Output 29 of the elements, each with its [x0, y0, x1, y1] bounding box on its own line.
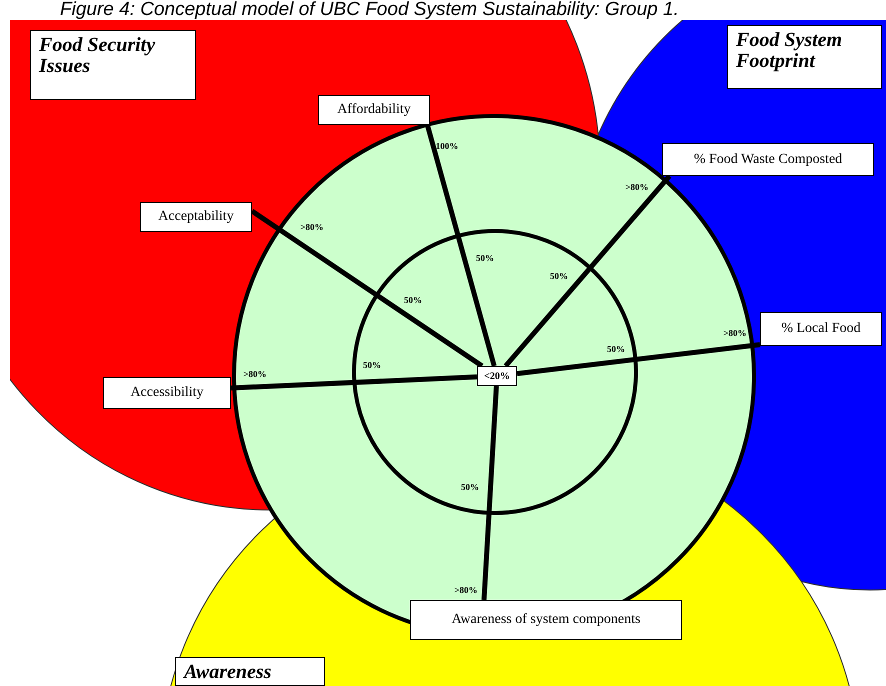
indicator-label: Affordability	[318, 95, 430, 125]
percent-label: >80%	[454, 585, 478, 595]
circle-heading: Awareness	[175, 657, 325, 686]
percent-label: 50%	[363, 360, 381, 370]
percent-label: 50%	[461, 482, 479, 492]
percent-label: 50%	[404, 295, 422, 305]
percent-label: 100%	[436, 141, 458, 151]
circle-heading: Food System Footprint	[727, 25, 882, 89]
indicator-label: % Food Waste Composted	[662, 143, 874, 176]
percent-label: >80%	[723, 328, 747, 338]
indicator-label: Awareness of system components	[410, 600, 682, 640]
spoke-line	[482, 386, 499, 600]
spoke-line	[504, 174, 672, 368]
percent-label: >80%	[300, 222, 324, 232]
circle-heading: Food Security Issues	[30, 30, 196, 100]
percent-label: 50%	[550, 271, 568, 281]
percent-label: >80%	[625, 182, 649, 192]
indicator-label: Acceptability	[140, 202, 252, 232]
spoke-line	[230, 374, 478, 390]
percent-label: 50%	[476, 253, 494, 263]
percent-label: 50%	[607, 344, 625, 354]
spoke-line	[516, 342, 760, 376]
figure-title: Figure 4: Conceptual model of UBC Food System Sustainability: Group 1.	[60, 0, 679, 21]
indicator-label: Accessibility	[103, 377, 231, 409]
center-label: <20%	[477, 366, 517, 386]
spoke-line	[250, 209, 484, 368]
spoke-line	[425, 124, 497, 367]
indicator-label: % Local Food	[760, 312, 882, 346]
percent-label: >80%	[243, 369, 267, 379]
